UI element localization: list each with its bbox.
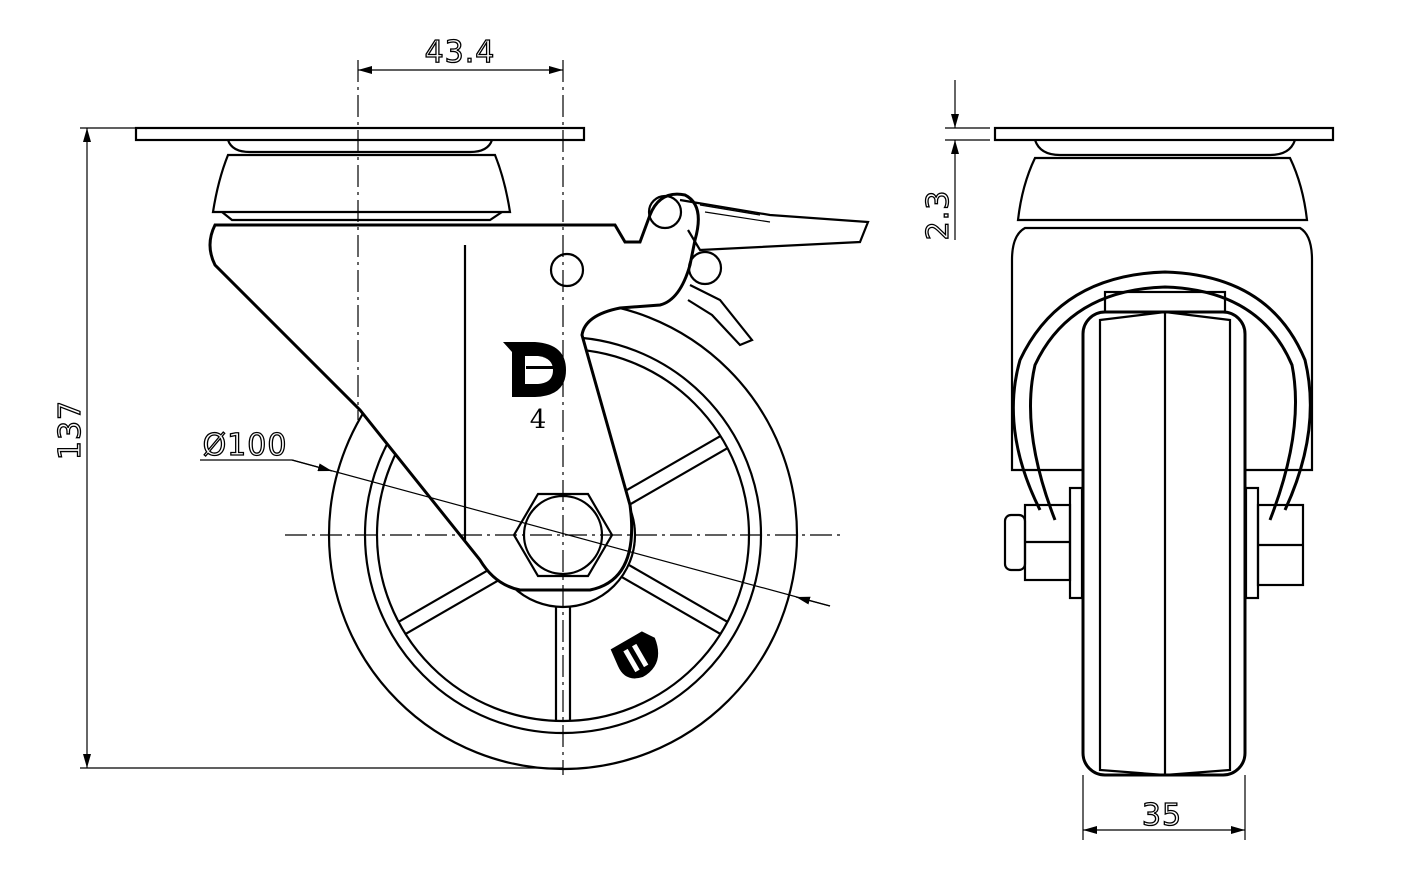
front-view <box>993 126 1335 777</box>
dim-height: 137 <box>52 127 563 769</box>
wheel-logo <box>610 631 659 679</box>
side-view: 4 <box>134 60 870 775</box>
rivet <box>549 252 585 288</box>
svg-text:Ø100: Ø100 <box>203 428 288 463</box>
brake-pedal <box>679 198 870 252</box>
dim-plate-thickness: 2.3 <box>920 80 990 241</box>
size-number: 4 <box>530 405 547 435</box>
dim-wheel-width: 35 <box>1082 775 1246 840</box>
spoke <box>621 576 722 636</box>
dim-offset: 43.4 <box>358 34 563 74</box>
top-plate <box>134 126 586 142</box>
svg-text:2.3: 2.3 <box>921 190 956 241</box>
spoke <box>628 447 729 507</box>
pivot <box>647 194 683 230</box>
svg-text:137: 137 <box>53 400 88 460</box>
brake-lever <box>687 284 754 347</box>
svg-text:43.4: 43.4 <box>425 35 496 70</box>
svg-text:35: 35 <box>1142 798 1182 833</box>
spoke <box>628 563 729 623</box>
fork-front <box>1010 226 1314 472</box>
fork <box>208 192 700 592</box>
dim-diameter: Ø100 <box>200 427 831 607</box>
spoke <box>397 563 498 623</box>
spoke <box>404 576 505 636</box>
bearing-top <box>226 139 494 154</box>
brand-logo <box>503 342 566 397</box>
swivel-housing <box>211 153 512 214</box>
spoke <box>621 434 722 494</box>
